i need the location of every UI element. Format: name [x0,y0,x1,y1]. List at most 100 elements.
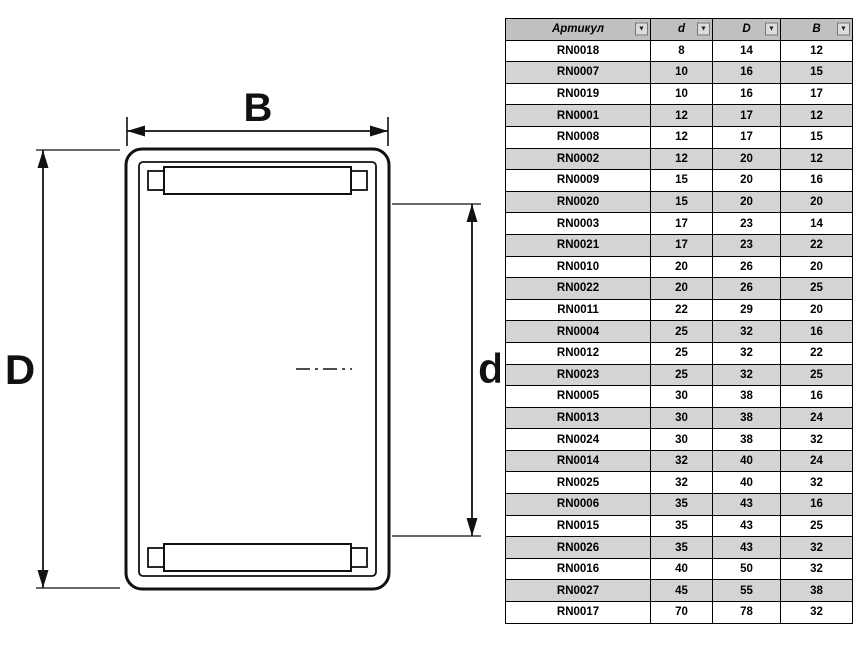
cell-d: 8 [650,39,713,63]
cell-article: RN0012 [505,341,651,365]
cell-d: 35 [650,493,713,516]
cell-B: 25 [780,514,853,538]
cell-B: 32 [780,557,853,581]
cell-d: 70 [650,601,713,624]
bearing-diagram: B D d [5,86,500,591]
cell-d: 30 [650,406,713,430]
cell-B: 22 [780,341,853,365]
cell-D-outer: 55 [712,579,781,603]
cell-d: 10 [650,61,713,84]
cell-article: RN0023 [505,363,651,387]
cell-B: 24 [780,406,853,430]
cell-article: RN0008 [505,125,651,149]
dim-B-label: B [244,86,273,130]
cell-d: 20 [650,277,713,300]
table-row: RN0008 12 17 15 [505,125,853,149]
cell-D-outer: 16 [712,82,781,106]
cell-article: RN0015 [505,514,651,538]
cell-D-outer: 38 [712,385,781,408]
dimension-B: B [126,86,389,146]
spec-table-body: RN0018 8 14 12 RN0007 10 16 15 RN0019 10… [505,39,853,624]
cell-D-outer: 20 [712,190,781,214]
bottom-roller-left-cap [147,547,165,568]
table-row: RN0015 35 43 25 [505,514,853,538]
cell-article: RN0026 [505,536,651,559]
cell-B: 16 [780,385,853,408]
dim-D-label: D [5,346,35,393]
bearing-inner-shell [138,161,377,577]
cell-d: 35 [650,536,713,559]
table-row: RN0023 25 32 25 [505,363,853,387]
cell-article: RN0027 [505,579,651,603]
header-row: Артикул ▼ d ▼ D ▼ [505,18,853,41]
filter-dropdown-button-B[interactable]: ▼ [837,22,850,36]
cell-D-outer: 38 [712,428,781,451]
cell-B: 25 [780,363,853,387]
table-row: RN0007 10 16 15 [505,61,853,84]
cell-B: 12 [780,104,853,127]
cell-d: 10 [650,82,713,106]
dim-D-arrow-bottom [37,570,49,588]
table-row: RN0003 17 23 14 [505,212,853,235]
cell-d: 15 [650,169,713,192]
cell-D-outer: 32 [712,363,781,387]
cell-D-outer: 23 [712,212,781,235]
cell-D-outer: 23 [712,233,781,257]
filter-dropdown-button-D-outer[interactable]: ▼ [765,22,778,36]
cell-article: RN0003 [505,212,651,235]
top-roller [147,166,368,195]
cell-D-outer: 32 [712,320,781,343]
spec-table-header: Артикул ▼ d ▼ D ▼ [505,18,853,41]
filter-dropdown-button-d[interactable]: ▼ [697,22,710,36]
cell-d: 12 [650,147,713,171]
cell-D-outer: 16 [712,61,781,84]
cell-article: RN0018 [505,39,651,63]
cell-B: 32 [780,601,853,624]
cell-B: 20 [780,298,853,322]
bottom-roller-right-cap [350,547,368,568]
cell-B: 12 [780,39,853,63]
cell-d: 30 [650,428,713,451]
cell-B: 22 [780,233,853,257]
cell-D-outer: 40 [712,471,781,495]
filter-dropdown-button-article[interactable]: ▼ [635,22,648,36]
cell-B: 24 [780,449,853,473]
table-row: RN0016 40 50 32 [505,557,853,581]
table-row: RN0024 30 38 32 [505,428,853,451]
cell-article: RN0011 [505,298,651,322]
cell-d: 40 [650,557,713,581]
cell-article: RN0004 [505,320,651,343]
cell-B: 38 [780,579,853,603]
cell-d: 35 [650,514,713,538]
cell-article: RN0020 [505,190,651,214]
header-article-label: Артикул [551,23,605,36]
cell-B: 32 [780,471,853,495]
cell-B: 32 [780,428,853,451]
header-d: d ▼ [650,18,713,41]
cell-D-outer: 78 [712,601,781,624]
cell-article: RN0009 [505,169,651,192]
header-d-label: d [677,23,686,36]
header-article: Артикул ▼ [505,18,651,41]
cell-D-outer: 40 [712,449,781,473]
table-row: RN0004 25 32 16 [505,320,853,343]
cell-d: 32 [650,449,713,473]
cell-d: 20 [650,255,713,279]
cell-article: RN0017 [505,601,651,624]
cell-article: RN0010 [505,255,651,279]
table-row: RN0018 8 14 12 [505,39,853,63]
cell-D-outer: 50 [712,557,781,581]
header-D-outer-label: D [742,23,751,36]
table-row: RN0012 25 32 22 [505,341,853,365]
cell-D-outer: 17 [712,104,781,127]
dim-d-arrow-bottom [466,518,478,536]
dimension-d: d [392,203,500,537]
filter-dropdown-icon: ▼ [638,25,645,33]
table-row: RN0010 20 26 20 [505,255,853,279]
cell-d: 17 [650,233,713,257]
cell-d: 25 [650,320,713,343]
filter-dropdown-icon: ▼ [700,25,707,33]
cell-B: 32 [780,536,853,559]
cell-article: RN0024 [505,428,651,451]
cell-d: 12 [650,104,713,127]
